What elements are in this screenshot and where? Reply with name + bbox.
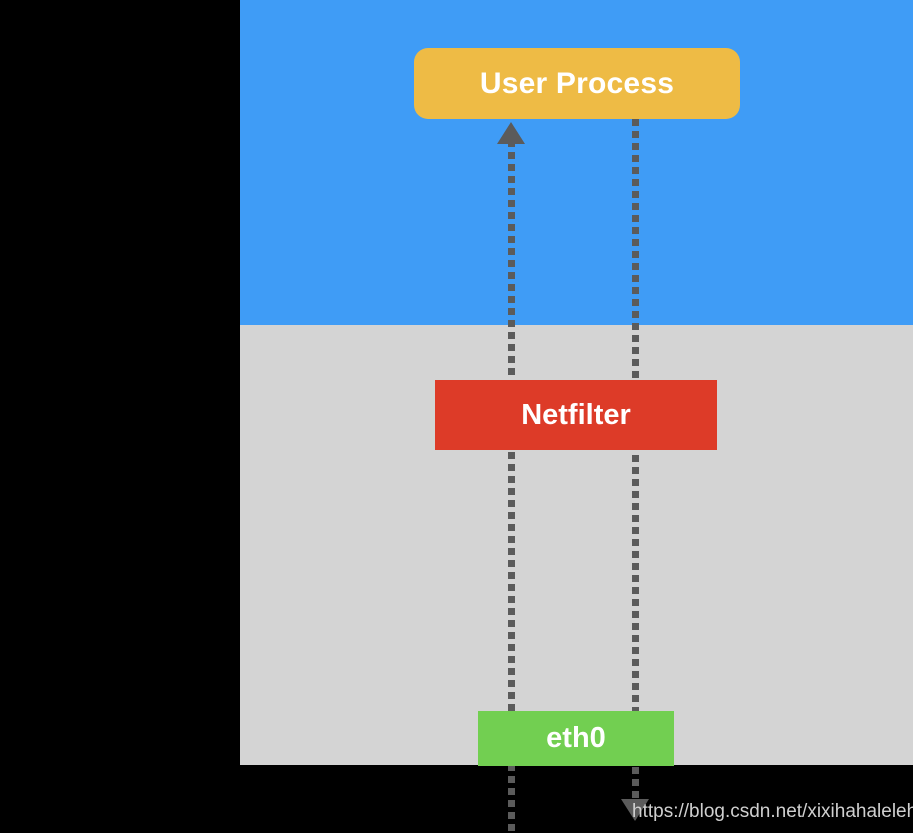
outbound-arrowhead-icon	[621, 799, 649, 821]
inbound-arrowhead-icon	[497, 122, 525, 144]
node-eth0-label: eth0	[546, 722, 606, 754]
inbound-flow-line	[508, 140, 515, 833]
node-user-process: User Process	[414, 48, 740, 119]
node-netfilter: Netfilter	[435, 380, 717, 450]
node-eth0: eth0	[478, 711, 674, 766]
outbound-flow-line	[632, 119, 639, 803]
watermark-text: https://blog.csdn.net/xixihahalelehehe	[632, 801, 913, 822]
node-netfilter-label: Netfilter	[521, 398, 631, 431]
node-user-process-label: User Process	[479, 66, 675, 100]
